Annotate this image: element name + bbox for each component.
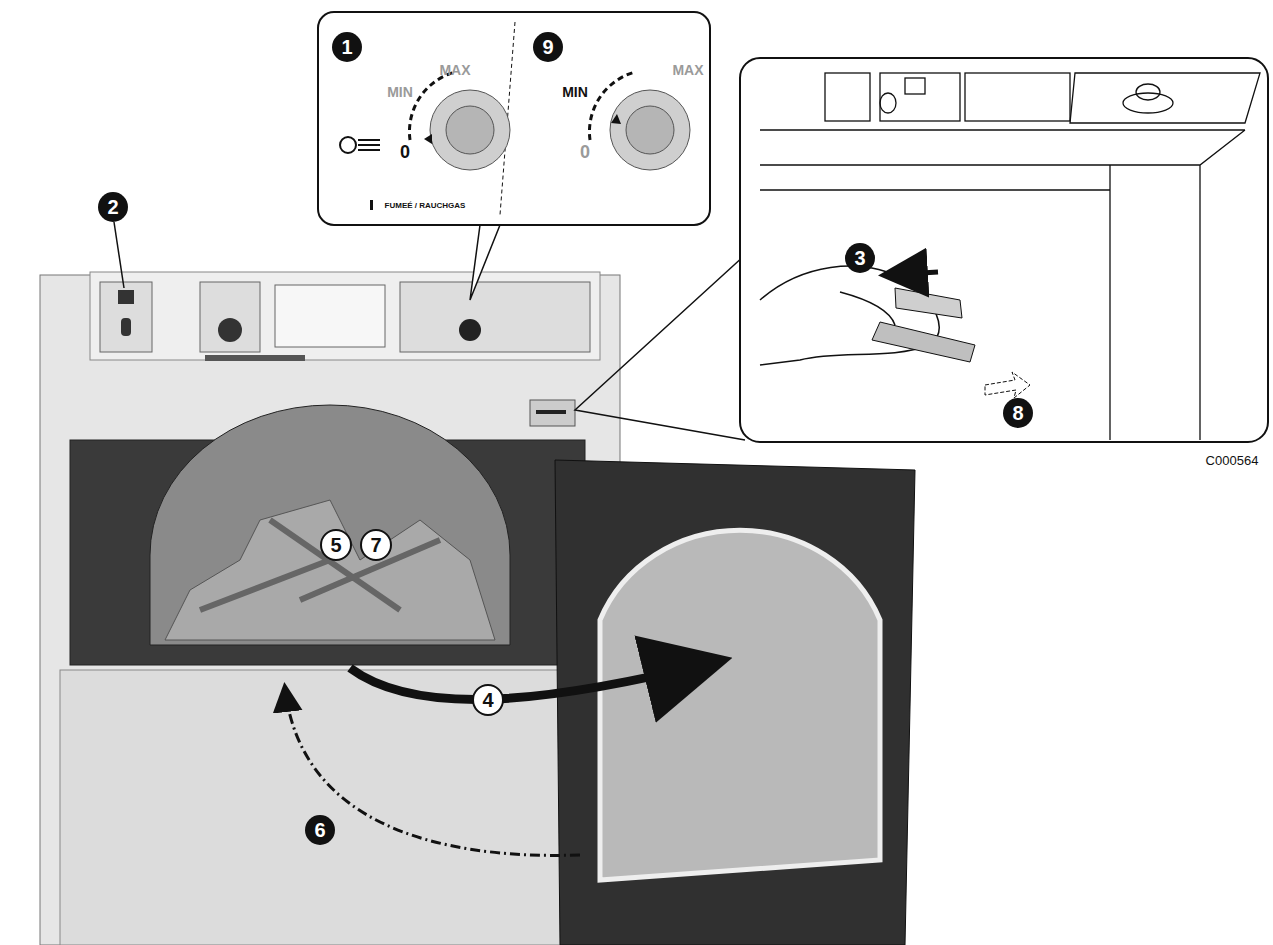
- rod-inset: [740, 58, 1268, 442]
- scale-label: MIN: [387, 85, 413, 99]
- dial-inner: [626, 106, 674, 154]
- figure-code: C000564: [1206, 454, 1259, 467]
- leader-line: [114, 222, 124, 288]
- inset-pointer: [470, 225, 500, 300]
- dial-outer: [610, 90, 690, 170]
- thermostat-module: [200, 282, 260, 352]
- open-arrow: [350, 662, 715, 699]
- ash-door: [60, 670, 590, 945]
- switch-knob: [121, 318, 131, 336]
- door-panel: [555, 460, 915, 945]
- wood-logs: [165, 500, 495, 640]
- callout-number: 9: [533, 32, 563, 62]
- dial-pointer: [611, 114, 621, 124]
- control-panel: [90, 272, 600, 360]
- callout-number: 3: [845, 243, 875, 273]
- dial-scale: [589, 72, 635, 140]
- scale-label: 0: [400, 143, 410, 161]
- logs-detail: [200, 520, 440, 610]
- regulator-module: [400, 282, 590, 352]
- dial-pointer: [424, 134, 432, 144]
- firebox-opening: [150, 405, 510, 645]
- dial-outer: [430, 90, 510, 170]
- switch-module: [100, 282, 152, 352]
- close-arrow: [285, 688, 580, 855]
- rod-pulled: [895, 288, 962, 318]
- thermometer-icon: [370, 200, 373, 210]
- open-door: [555, 460, 915, 945]
- rod-housing: [530, 400, 575, 426]
- scale-label: 0: [580, 143, 590, 161]
- callout-number: 6: [305, 815, 335, 845]
- boiler-body: [40, 272, 620, 945]
- door-lining: [600, 530, 880, 880]
- scale-label: MAX: [439, 63, 470, 77]
- callout-number: 4: [472, 684, 504, 716]
- hand: [760, 266, 939, 365]
- fan-icon: [340, 137, 380, 153]
- boiler-casing: [40, 275, 620, 945]
- panel-bar: [205, 355, 305, 361]
- fume-dial: [459, 319, 481, 341]
- display-window: [275, 285, 385, 347]
- rod-pushed: [872, 322, 975, 362]
- dial-label: FUMEÉ / RAUCHGAS: [385, 202, 466, 210]
- main-switch: [118, 290, 134, 304]
- pull-rod: [536, 410, 566, 414]
- callout-number: 8: [1003, 398, 1033, 428]
- callout-number: 7: [360, 529, 392, 561]
- dial-inner: [446, 106, 494, 154]
- scale-label: MIN: [562, 85, 588, 99]
- scale-label: MAX: [672, 63, 703, 77]
- thermostat-knob: [218, 318, 242, 342]
- panel-sketch: [760, 73, 1260, 440]
- inset-leader: [575, 255, 745, 440]
- dial-inset: [318, 12, 710, 225]
- push-arrow: [985, 372, 1030, 398]
- pull-arrow: [888, 272, 938, 275]
- callout-number: 5: [320, 529, 352, 561]
- callout-number: 1: [332, 32, 362, 62]
- callout-number: 2: [98, 192, 128, 222]
- dial-scale: [409, 72, 455, 140]
